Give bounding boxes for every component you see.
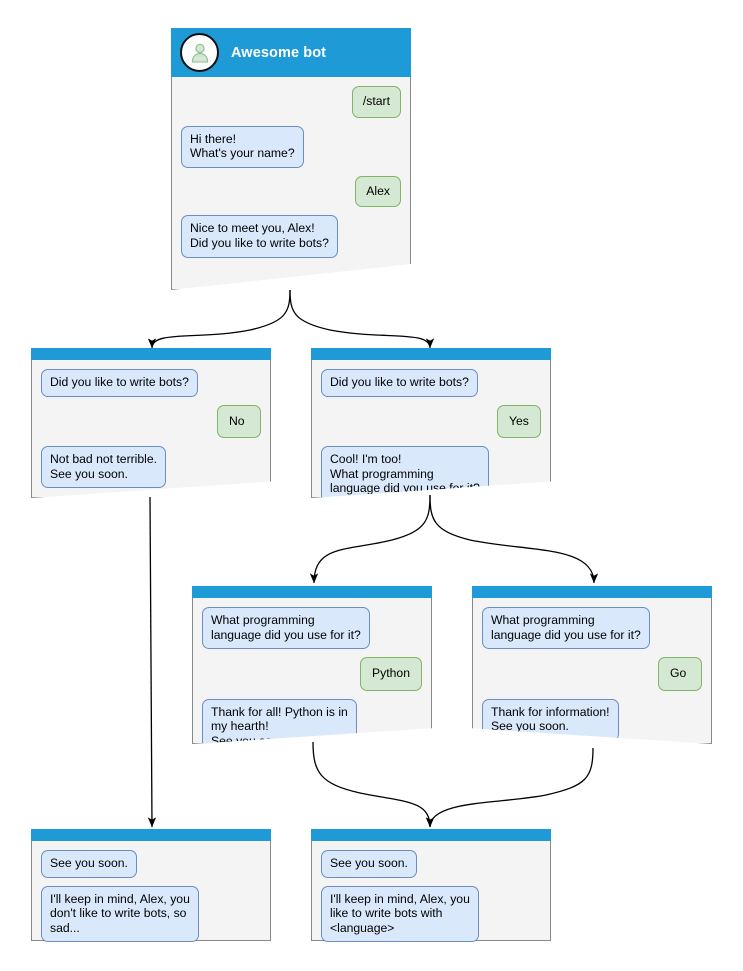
bot-message-bubble: Did you like to write bots? [321,369,478,397]
chat-header-bar [31,348,271,360]
chat-header-bar [192,586,432,598]
node-shell: See you soon. I'll keep in mind, Alex, y… [31,829,271,943]
message-row: Nice to meet you, Alex! Did you like to … [181,215,401,258]
user-message-bubble[interactable]: Alex [355,175,401,208]
node-end-sad[interactable]: See you soon. I'll keep in mind, Alex, y… [31,829,271,943]
chat-header-bar [311,348,551,360]
bot-message-bubble: I'll keep in mind, Alex, you don't like … [41,885,199,943]
message-row: Did you like to write bots? [41,369,261,397]
chat-header-bar: Awesome bot [171,28,411,77]
user-message-bubble[interactable]: No [217,404,261,439]
message-row: No [41,404,261,439]
node-shell: Did you like to write bots? No Not bad n… [31,348,271,498]
message-row: Thank for information! See you soon. [482,698,702,741]
node-no-branch[interactable]: Did you like to write bots? No Not bad n… [31,348,271,498]
edge-yes-to-go [429,494,599,584]
chat-header-bar [31,829,271,841]
bot-message-bubble: See you soon. [321,850,417,878]
chat-transcript: Did you like to write bots? Yes Cool! I'… [311,360,551,498]
chat-transcript: See you soon. I'll keep in mind, Alex, y… [31,841,271,950]
edge-no-to-end-sad [147,496,157,828]
chat-header-bar [472,586,712,598]
person-avatar-icon [180,33,219,72]
message-row: /start [181,86,401,118]
message-row: Python [202,657,422,691]
message-row: I'll keep in mind, Alex, you don't like … [41,885,261,943]
bot-message-bubble: See you soon. [41,850,137,878]
message-row: I'll keep in mind, Alex, you like to wri… [321,885,541,943]
node-root-conversation[interactable]: Awesome bot /start Hi there! What's your… [171,28,411,290]
chat-transcript: /start Hi there! What's your name? Alex … [171,77,411,266]
node-shell: Awesome bot /start Hi there! What's your… [171,28,411,290]
message-row: Not bad not terrible. See you soon. [41,446,261,489]
edge-yes-to-python [309,494,431,584]
message-row: Go [482,657,702,691]
edge-python-to-end-happy [312,741,435,828]
message-row: Alex [181,175,401,208]
bot-message-bubble: I'll keep in mind, Alex, you like to wri… [321,885,479,943]
message-row: Cool! I'm too! What programming language… [321,446,541,498]
edge-root-to-yes [289,289,435,349]
message-row: See you soon. [41,850,261,878]
bot-name-label: Awesome bot [231,44,327,61]
user-message-bubble[interactable]: /start [351,86,401,118]
user-message-bubble[interactable]: Yes [497,404,541,439]
message-row: Thank for all! Python is in my hearth! S… [202,698,422,744]
bot-message-bubble: Thank for all! Python is in my hearth! S… [202,698,357,744]
message-row: What programming language did you use fo… [202,607,422,650]
message-row: Yes [321,404,541,439]
chat-header-bar [311,829,551,841]
chat-transcript: What programming language did you use fo… [472,598,712,744]
message-row: Hi there! What's your name? [181,125,401,168]
edge-root-to-no [147,289,291,349]
bot-message-bubble: What programming language did you use fo… [482,607,650,650]
node-shell: See you soon. I'll keep in mind, Alex, y… [311,829,551,943]
bot-message-bubble: Did you like to write bots? [41,369,198,397]
bot-message-bubble: Not bad not terrible. See you soon. [41,446,167,489]
bot-message-bubble: Nice to meet you, Alex! Did you like to … [181,215,338,258]
bot-message-bubble: Hi there! What's your name? [181,125,304,168]
bot-message-bubble: Cool! I'm too! What programming language… [321,446,489,498]
chat-transcript: What programming language did you use fo… [192,598,432,744]
edge-go-to-end-happy [425,747,594,828]
node-end-happy[interactable]: See you soon. I'll keep in mind, Alex, y… [311,829,551,943]
user-message-bubble[interactable]: Python [360,657,422,691]
node-python-branch[interactable]: What programming language did you use fo… [192,586,432,744]
user-message-bubble[interactable]: Go [658,657,702,691]
message-row: Did you like to write bots? [321,369,541,397]
chat-transcript: Did you like to write bots? No Not bad n… [31,360,271,496]
bot-message-bubble: What programming language did you use fo… [202,607,370,650]
node-shell: Did you like to write bots? Yes Cool! I'… [311,348,551,498]
chat-transcript: See you soon. I'll keep in mind, Alex, y… [311,841,551,950]
message-row: What programming language did you use fo… [482,607,702,650]
message-row: See you soon. [321,850,541,878]
bot-message-bubble: Thank for information! See you soon. [482,698,619,741]
node-shell: What programming language did you use fo… [472,586,712,744]
node-go-branch[interactable]: What programming language did you use fo… [472,586,712,744]
node-yes-branch[interactable]: Did you like to write bots? Yes Cool! I'… [311,348,551,498]
node-shell: What programming language did you use fo… [192,586,432,744]
